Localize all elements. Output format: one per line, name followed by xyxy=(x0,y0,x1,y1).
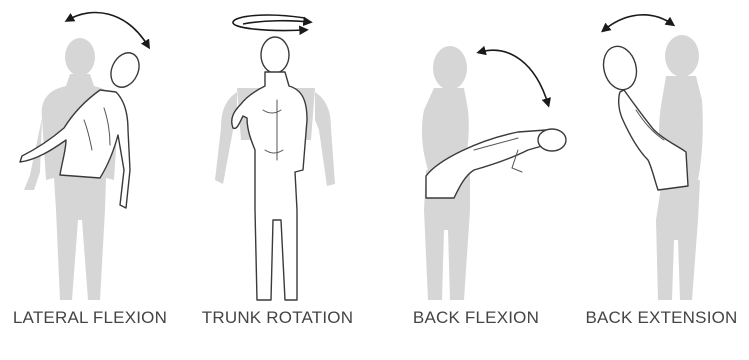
rotation-arrow-icon xyxy=(233,15,309,30)
bend-arrow-icon xyxy=(480,50,548,104)
back-flexion-illustration xyxy=(378,0,574,330)
rotating-figure xyxy=(232,37,307,300)
back-extension-illustration xyxy=(574,0,749,330)
panel-lateral-flexion: LATERAL FLEXION xyxy=(0,0,180,330)
lateral-flexion-illustration xyxy=(0,0,180,330)
panel-label: TRUNK ROTATION xyxy=(185,308,370,328)
panel-label: BACK EXTENSION xyxy=(574,308,749,328)
trunk-rotation-illustration xyxy=(185,0,370,330)
panel-back-extension: BACK EXTENSION xyxy=(574,0,749,330)
panel-label: BACK FLEXION xyxy=(378,308,574,328)
panel-back-flexion: BACK FLEXION xyxy=(378,0,574,330)
panel-label: LATERAL FLEXION xyxy=(0,308,180,328)
panel-trunk-rotation: TRUNK ROTATION xyxy=(185,0,370,330)
bend-arrow-icon xyxy=(604,15,672,30)
